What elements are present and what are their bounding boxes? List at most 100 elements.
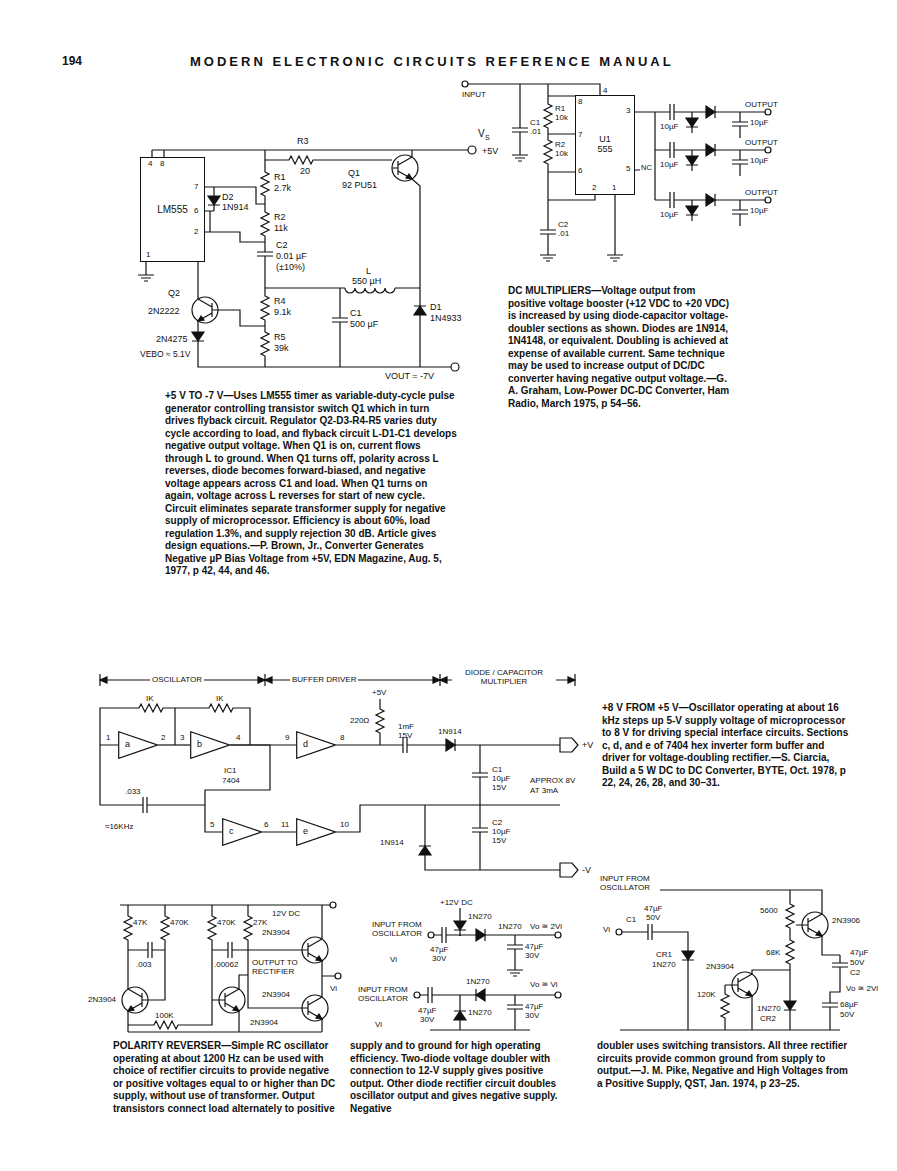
component-label: 15V [492, 836, 506, 845]
component-label: 3 [180, 733, 184, 742]
component-label: Vi [375, 1020, 382, 1029]
transistor-symbol [219, 987, 245, 1013]
component-label: 5600 [760, 906, 778, 915]
zener-symbol [192, 326, 204, 347]
capacitor-symbol [472, 820, 488, 840]
component-label: INPUT FROM OSCILLATOR [372, 920, 428, 938]
component-label: 10µF [660, 122, 678, 131]
component-label: VEBO ≈ 5.1V [140, 350, 191, 360]
page-header: MODERN ELECTRONIC CIRCUITS REFERENCE MAN… [190, 55, 674, 70]
capacitor-symbol [662, 104, 682, 120]
component-label: 7 [194, 182, 198, 191]
component-label: 50V [646, 913, 660, 922]
transistor-symbol [392, 155, 418, 181]
component-label: +V [582, 740, 593, 750]
component-label: Vo ≅ Vi [530, 980, 557, 989]
diode-symbol [454, 1005, 466, 1026]
component-label: 10µF [660, 210, 678, 219]
component-label: 92 PU51 [342, 180, 377, 190]
component-label: APPROX 8V [530, 776, 575, 785]
component-label: R1 [555, 104, 565, 113]
resistor-symbol [161, 912, 169, 944]
inverter-gate: b [190, 731, 230, 759]
component-label: 9.1k [274, 307, 291, 317]
component-label: 470K [217, 918, 236, 927]
component-label: D1 [430, 302, 442, 312]
terminal [462, 81, 468, 87]
component-label: 6 [194, 206, 198, 215]
component-label: 10k [555, 113, 568, 122]
resistor-symbol [244, 912, 252, 944]
resistor-symbol [205, 704, 237, 712]
terminal [765, 147, 771, 153]
inverter-gate: d [296, 731, 336, 759]
resistor-symbol [135, 704, 167, 712]
component-label: 2N3904 [706, 962, 734, 971]
capacitor-symbol [472, 765, 488, 785]
gate-outline [296, 731, 336, 759]
component-label: 1N270 [468, 912, 492, 921]
diode-symbol [784, 995, 796, 1016]
component-label: 11 [281, 820, 289, 829]
component-label: 10µF [750, 156, 768, 165]
capacitor-symbol [662, 192, 682, 208]
component-label: 5 [626, 164, 630, 173]
component-label: .003 [136, 960, 152, 969]
resistor-symbol [786, 900, 794, 932]
connector [262, 831, 296, 832]
component-label: 10µF [660, 160, 678, 169]
component-label: OUTPUT TO RECTIFIER [252, 958, 302, 976]
component-label: 8 [160, 159, 164, 168]
component-label: 30V [420, 1015, 434, 1024]
component-label: CR2 [760, 1014, 776, 1023]
component-label: 8 [578, 97, 582, 106]
bracket-arrow [440, 677, 447, 683]
resistor-symbol [721, 990, 729, 1022]
component-label: 550 µH [352, 276, 381, 286]
component-label: R2 [555, 140, 565, 149]
caption-text: POLARITY REVERSER—Simple RC oscillator o… [113, 1040, 341, 1115]
component-label: OUTPUT [745, 188, 778, 197]
gate-outline [222, 818, 262, 846]
resistor-symbol [261, 292, 269, 324]
component-label: D2 [222, 192, 234, 202]
diode-symbol [700, 144, 721, 156]
component-label: 2N3904 [88, 995, 116, 1004]
capacitor-symbol [507, 937, 523, 957]
terminal [555, 932, 561, 938]
component-label: 1N914 [222, 202, 249, 212]
component-label: 1mF [398, 722, 414, 731]
component-label: 47µF [525, 942, 543, 951]
component-label: +12V DC [440, 898, 473, 907]
gate-outline [191, 732, 230, 759]
resistor-symbol [544, 136, 552, 168]
component-label: 5 [210, 820, 214, 829]
component-label: C2 [850, 968, 860, 977]
resistor-symbol [261, 208, 269, 240]
transistor-symbol [302, 937, 328, 963]
component-label: 7404 [222, 776, 240, 785]
resistor-symbol [786, 936, 794, 968]
caption-text: supply and to ground for high operating … [350, 1040, 580, 1115]
capacitor-symbol [512, 120, 528, 140]
component-label: 10k [555, 149, 568, 158]
component-label: 39k [274, 343, 289, 353]
resistor-symbol [124, 912, 132, 944]
transistor-symbol [802, 912, 828, 938]
component-label: 47µF [644, 904, 662, 913]
diode-symbol [208, 190, 220, 211]
terminal [468, 146, 476, 154]
component-label: 2N2222 [148, 306, 180, 316]
component-label: C1 [626, 915, 636, 924]
component-label: 2N3906 [832, 916, 860, 925]
component-label: .033 [125, 787, 141, 796]
wire [620, 890, 840, 1030]
component-label: R1 [274, 172, 286, 182]
component-label: 3 [626, 106, 630, 115]
component-label: R2 [274, 212, 286, 222]
component-label: 11k [274, 223, 288, 233]
transistor-symbol [192, 297, 218, 323]
terminal [335, 973, 341, 979]
component-label: C2 [492, 818, 502, 827]
